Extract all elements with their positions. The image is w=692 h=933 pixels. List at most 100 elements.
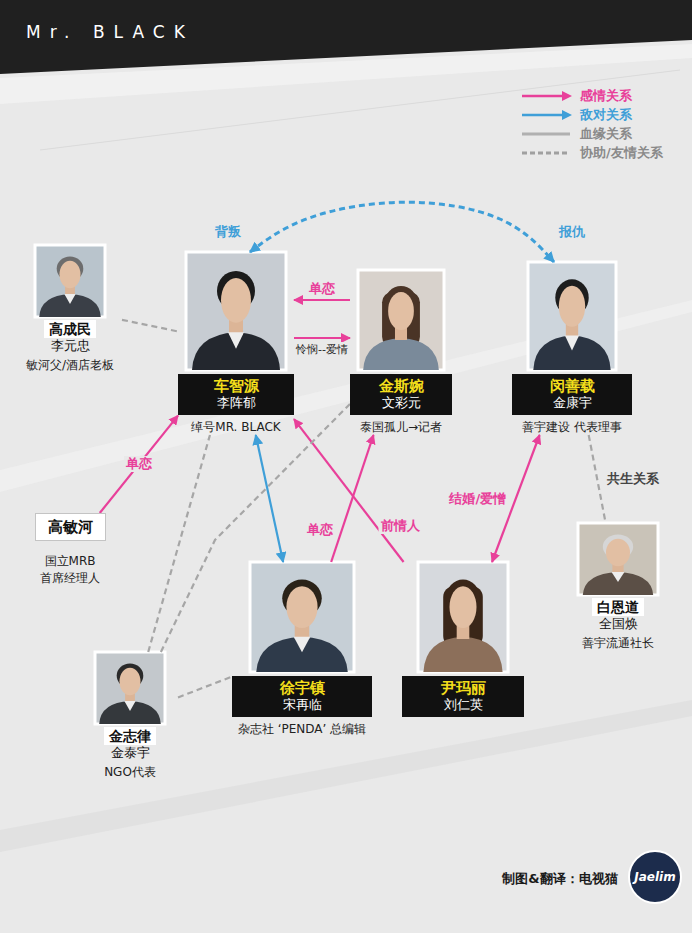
- legend-text: 协助/友情关系: [580, 145, 663, 161]
- collar: [565, 335, 579, 350]
- photo-background: [186, 252, 286, 370]
- relation-connector: [178, 677, 232, 698]
- relation-label: 前情人: [379, 518, 422, 534]
- relation-connector: [148, 435, 210, 652]
- actor-name: 刘仁英: [406, 697, 520, 713]
- photo-background: [35, 245, 105, 317]
- logo-badge: [629, 851, 681, 903]
- role-note: NGO代表: [82, 764, 178, 780]
- character-node: 车智源李阵郁绰号MR. BLACK: [178, 252, 294, 435]
- character-name: 高成民: [44, 320, 96, 338]
- shoulders: [256, 637, 348, 672]
- legend-text: 血缘关系: [580, 126, 632, 142]
- photo-background: [250, 562, 354, 672]
- relation-connector: [122, 320, 178, 332]
- legend-text: 敌对关系: [580, 107, 632, 123]
- character-node: 高成民李元忠敏河父/酒店老板: [18, 245, 122, 373]
- actor-name: 宋再临: [236, 697, 368, 713]
- role-note: 善宇建设 代表理事: [512, 420, 632, 435]
- photo-frame: [350, 270, 452, 370]
- face: [286, 586, 317, 628]
- shoulders: [192, 332, 280, 370]
- actor-name: 文彩元: [354, 395, 448, 411]
- actor-name: 金泰宇: [82, 745, 178, 761]
- diagram-title: Mr. BLACK: [26, 22, 194, 42]
- character-photo: [250, 562, 354, 672]
- relation-connector: [256, 435, 283, 562]
- relation-label: 背叛: [213, 224, 243, 240]
- note-label: 报仇: [557, 224, 587, 240]
- role-note: 泰国孤儿→记者: [350, 420, 452, 435]
- photo-frame: [402, 562, 524, 672]
- legend-row: 协助/友情关系: [520, 143, 663, 162]
- collar: [64, 294, 75, 304]
- legend-row: 敌对关系: [520, 105, 663, 124]
- relation-label: 结婚/爱憎: [447, 491, 508, 507]
- legend-row: 血缘关系: [520, 124, 663, 143]
- actor-name: 全国焕: [570, 616, 666, 632]
- photo-background: [578, 523, 658, 595]
- character-name: 徐宇镇: [236, 679, 368, 697]
- brush-streak: [0, 700, 692, 852]
- actor-name: 李阵郁: [182, 395, 290, 411]
- name-plate: 闵善载金康宇: [512, 374, 632, 415]
- character-photo: [578, 523, 658, 595]
- face: [388, 292, 414, 330]
- character-name: 白恩道: [592, 598, 644, 616]
- shoulders: [363, 338, 439, 370]
- relation-label: 怜悯--爱情: [294, 342, 350, 358]
- shoulders: [533, 335, 610, 370]
- relation-connector: [161, 404, 350, 652]
- relation-label: 单恋: [307, 281, 337, 297]
- legend-line: [522, 94, 564, 97]
- face: [606, 539, 630, 566]
- character-name: 尹玛丽: [406, 679, 520, 697]
- scratch-line: [40, 70, 680, 150]
- character-photo: [528, 262, 616, 370]
- photo-background: [528, 262, 616, 370]
- role-note: 善宇流通社长: [570, 635, 666, 651]
- collar: [294, 637, 311, 652]
- character-photo: [35, 245, 105, 317]
- brush-streak: [0, 44, 692, 104]
- legend-row: 感情关系: [520, 86, 663, 105]
- face: [60, 261, 81, 288]
- collar: [228, 332, 244, 349]
- character-photo: [358, 270, 444, 370]
- legend-sample: [520, 147, 572, 159]
- actor-name: 金康宇: [516, 395, 628, 411]
- legend-arrow-head: [562, 91, 572, 101]
- character-name: 高敏河: [35, 513, 106, 541]
- photo-background: [95, 652, 165, 724]
- relation-label: 单恋: [305, 522, 335, 538]
- relation-connector: [294, 419, 404, 562]
- character-node: 金志律金泰宇 NGO代表: [82, 652, 178, 780]
- name-plate: 金斯婉文彩元: [350, 374, 452, 415]
- character-photo: [186, 252, 286, 370]
- legend-line: [522, 151, 570, 154]
- character-node: 闵善载金康宇善宇建设 代表理事: [512, 262, 632, 435]
- face: [120, 668, 141, 695]
- relation-label: 共生关系: [605, 471, 661, 487]
- role-note: 绰号MR. BLACK: [178, 420, 294, 435]
- name-plate: 尹玛丽刘仁英: [402, 676, 524, 717]
- relation-connector: [331, 435, 373, 562]
- photo-frame: [18, 245, 122, 317]
- character-name: 金志律: [104, 727, 156, 745]
- legend-line: [522, 113, 564, 116]
- legend-sample: [520, 90, 572, 102]
- photo-frame: [570, 523, 666, 595]
- photo-background: [358, 270, 444, 370]
- character-name: 车智源: [182, 377, 290, 395]
- legend-box: 感情关系敌对关系血缘关系协助/友情关系: [520, 86, 663, 162]
- character-photo: [418, 562, 508, 672]
- shoulders: [99, 701, 161, 724]
- relation-connector: [250, 202, 554, 262]
- shoulders: [39, 294, 101, 317]
- character-photo: [95, 652, 165, 724]
- face: [559, 286, 585, 327]
- character-name: 闵善载: [516, 377, 628, 395]
- role-note: 国立MRB 首席经理人: [30, 553, 110, 587]
- photo-frame: [178, 252, 294, 370]
